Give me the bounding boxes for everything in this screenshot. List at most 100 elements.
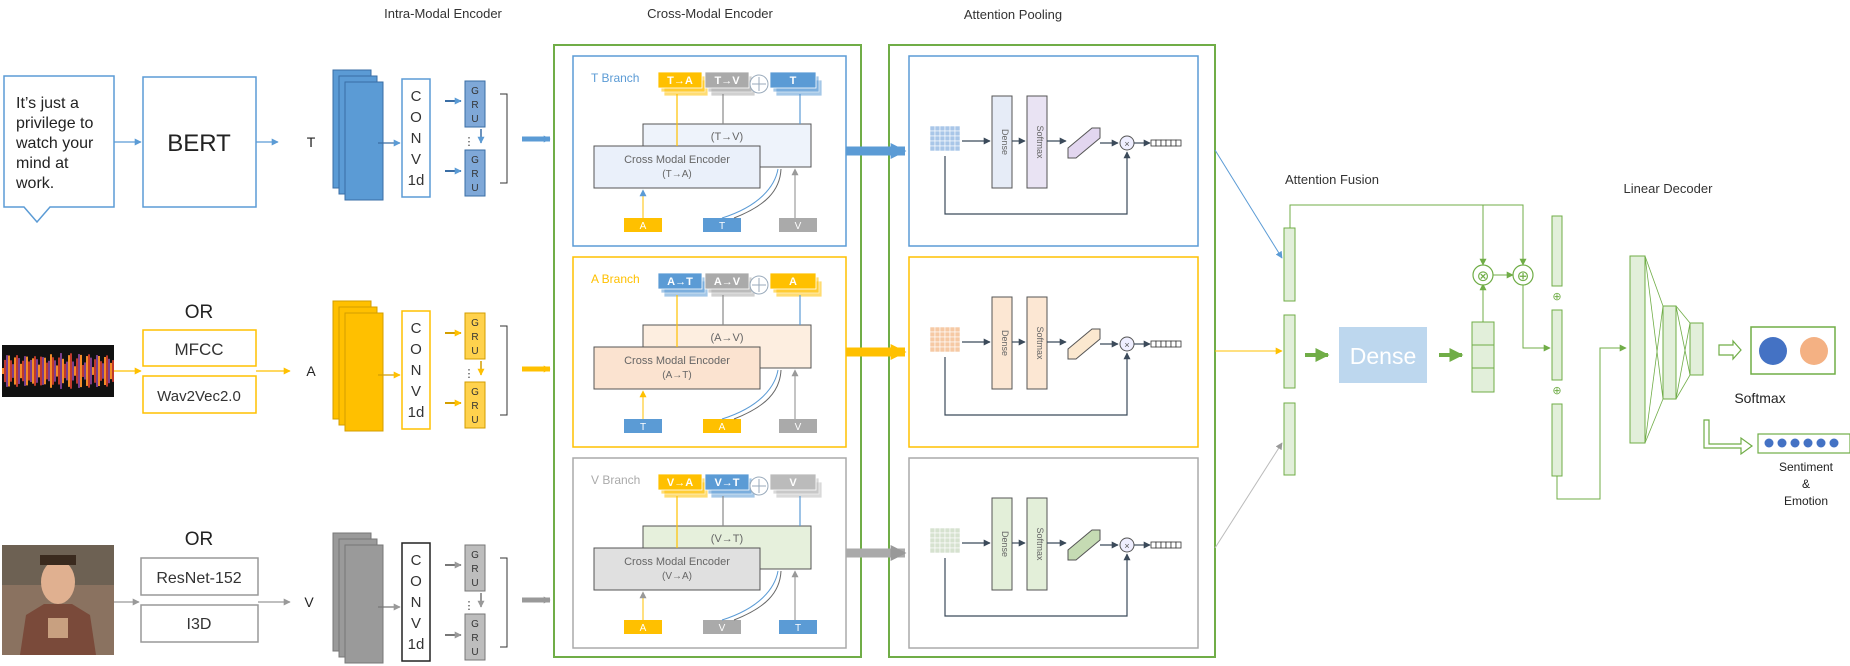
attention-grid-cell xyxy=(954,145,961,152)
decoder-connection xyxy=(1644,305,1664,444)
attention-grid-cell xyxy=(939,542,946,549)
wav2vec-label: Wav2Vec2.0 xyxy=(157,388,241,405)
attention-grid-cell xyxy=(934,547,941,554)
gru-letter: R xyxy=(471,401,478,412)
attention-grid-cell xyxy=(949,527,956,534)
decoder-connection xyxy=(1644,398,1664,444)
task-output-dot xyxy=(1816,438,1826,448)
spectrogram-bar xyxy=(96,355,98,387)
header-attention-fusion: Attention Fusion xyxy=(1285,172,1379,187)
branch-input-label: A xyxy=(640,221,647,232)
lower-encoder-sub: (V→A) xyxy=(662,571,692,582)
attention-grid-cell xyxy=(949,135,956,142)
attention-grid-cell xyxy=(944,341,951,348)
gru-bracket xyxy=(500,557,508,648)
pooled-vector-cell xyxy=(1160,541,1167,549)
attention-grid-cell xyxy=(944,135,951,142)
conv-letter: 1d xyxy=(408,636,425,653)
spectrogram-bar xyxy=(16,355,18,387)
attention-grid-cell xyxy=(944,125,951,132)
conv1d-box xyxy=(401,310,431,430)
conv-letter: N xyxy=(411,594,422,611)
spectrogram-bar xyxy=(68,355,70,387)
branch-input-chip xyxy=(779,419,817,433)
branch-input-label: V xyxy=(719,623,726,634)
spectrogram-bar xyxy=(72,361,74,381)
attention-grid-cell xyxy=(949,140,956,147)
branch-title-t: T Branch xyxy=(591,71,639,85)
output-class-circle-2 xyxy=(1800,337,1828,365)
spectrogram-bar xyxy=(80,354,82,388)
attention-grid-cell xyxy=(939,527,946,534)
spectrogram-bar xyxy=(30,359,32,383)
pooled-vector-cell xyxy=(1160,340,1167,348)
spectrogram-bar xyxy=(12,364,14,378)
attention-grid-cell xyxy=(954,125,961,132)
lower-encoder-box xyxy=(593,145,761,189)
speech-text-line: watch your xyxy=(15,135,94,152)
attention-grid-cell xyxy=(954,336,961,343)
spectrogram-bar xyxy=(108,358,110,384)
header-attention-pooling: Attention Pooling xyxy=(964,7,1062,22)
spectrogram-bar xyxy=(82,365,84,377)
header-cross-modal-encoder: Cross-Modal Encoder xyxy=(647,6,773,21)
pooled-vector-cell xyxy=(1155,139,1162,147)
spectrogram-bar xyxy=(8,355,10,387)
multiply-symbol: × xyxy=(1124,139,1129,149)
attention-grid-cell xyxy=(929,547,936,554)
spectrogram-bar xyxy=(102,363,104,379)
pooled-vector-cell xyxy=(1175,139,1182,147)
feature-stack-layer xyxy=(344,312,384,432)
attention-grid-cell xyxy=(934,341,941,348)
spectrogram-bar xyxy=(100,361,102,381)
chip-layer xyxy=(704,473,750,491)
gru-letter: G xyxy=(471,155,479,166)
spectrogram-bar xyxy=(70,353,72,389)
dense-label: Dense xyxy=(1000,129,1010,155)
attention-grid-cell xyxy=(934,537,941,544)
attention-grid-cell xyxy=(929,326,936,333)
branch-input-chip xyxy=(624,419,662,433)
attention-grid-cell xyxy=(954,542,961,549)
gru-bracket xyxy=(500,93,508,184)
spectrogram-bar xyxy=(32,358,34,384)
pooled-vector-cell xyxy=(1165,139,1172,147)
chip-label: V→T xyxy=(714,477,739,489)
mfcc-label: MFCC xyxy=(174,340,223,359)
input-curve xyxy=(721,570,779,621)
spectrogram-bar xyxy=(74,366,76,376)
task-output-dot xyxy=(1777,438,1787,448)
lower-encoder-sub: (T→A) xyxy=(662,169,691,180)
pooled-vector-cell xyxy=(1155,340,1162,348)
attention-grid-cell xyxy=(954,527,961,534)
conv1d-box xyxy=(401,542,431,662)
decoder-layer-2 xyxy=(1662,305,1677,400)
attention-grid-cell xyxy=(944,326,951,333)
multiply-symbol: × xyxy=(1124,541,1129,551)
attention-grid-cell xyxy=(949,537,956,544)
spectrogram-bar xyxy=(22,360,24,382)
dense-box xyxy=(991,95,1013,189)
chip-label: T xyxy=(790,75,797,87)
input-curve xyxy=(721,168,779,219)
multiply-symbol: × xyxy=(1124,340,1129,350)
attention-grid-cell xyxy=(944,527,951,534)
upper-encoder-label: (V→T) xyxy=(711,533,743,545)
spectrogram-bar xyxy=(112,360,114,382)
attention-grid-cell xyxy=(934,326,941,333)
pooled-vector-cell xyxy=(1175,340,1182,348)
or-label-video: OR xyxy=(185,529,214,550)
spectrogram-bar xyxy=(18,358,20,384)
gru-letter: G xyxy=(471,550,479,561)
softmax-box xyxy=(1026,296,1048,390)
speech-text-line: work. xyxy=(15,175,54,192)
attention-grid-cell xyxy=(929,135,936,142)
branch-input-chip xyxy=(779,620,817,634)
task-output-dot xyxy=(1803,438,1813,448)
pooled-vector-cell xyxy=(1150,340,1157,348)
lower-encoder-title: Cross Modal Encoder xyxy=(624,556,730,568)
attention-grid-cell xyxy=(934,542,941,549)
gru-letter: U xyxy=(471,415,478,426)
conv-letter: V xyxy=(411,151,421,168)
attention-grid-cell xyxy=(929,336,936,343)
